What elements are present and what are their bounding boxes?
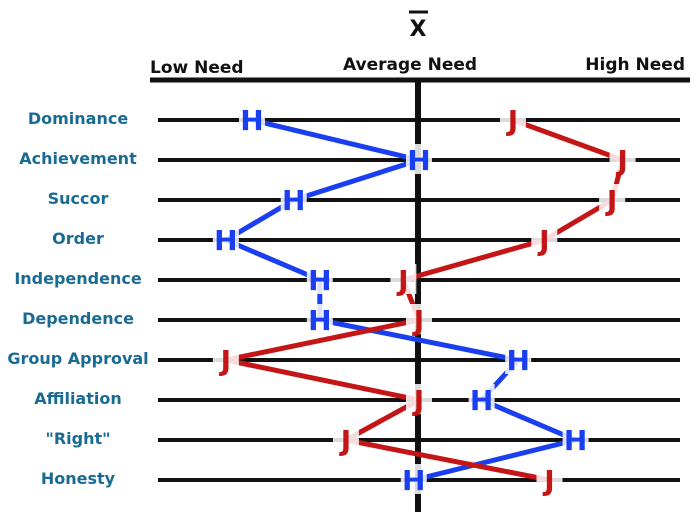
marker-backdrop (332, 424, 359, 454)
category-label: "Right" (46, 429, 111, 448)
data-point-j: J (605, 184, 617, 217)
marker-backdrop (406, 304, 432, 334)
category-label: Dominance (28, 109, 128, 128)
mean-symbol: X (410, 17, 427, 42)
series-segment-h (317, 317, 521, 363)
marker-backdrop (599, 184, 626, 214)
data-point-h: H (214, 224, 237, 257)
marker-backdrop (531, 224, 558, 254)
data-point-j: J (412, 304, 424, 337)
marker-backdrop (306, 264, 333, 294)
marker-backdrop (400, 464, 427, 494)
marker-backdrop (468, 384, 495, 414)
data-point-h: H (564, 424, 587, 457)
series-segment-h (291, 157, 422, 203)
series-segment-j (223, 317, 422, 363)
series-segment-j (510, 117, 626, 163)
series-segment-j (400, 237, 547, 283)
data-point-j: J (339, 424, 351, 457)
data-point-h: H (308, 304, 331, 337)
high-need-label: High Need (585, 55, 685, 75)
category-label: Succor (48, 189, 109, 208)
series-segment-j (343, 437, 552, 483)
data-point-h: H (407, 144, 430, 177)
marker-backdrop (390, 264, 417, 294)
marker-backdrop (562, 424, 589, 454)
marker-backdrop (212, 224, 239, 254)
category-label: Dependence (22, 309, 134, 328)
data-point-j: J (219, 344, 231, 377)
data-point-h: H (240, 104, 263, 137)
marker-backdrop (609, 144, 636, 174)
category-label: Achievement (19, 149, 137, 168)
data-point-h: H (402, 464, 425, 497)
series-segment-h (479, 397, 579, 443)
data-point-j: J (537, 224, 549, 257)
category-label: Group Approval (7, 349, 148, 368)
data-point-h: H (506, 344, 529, 377)
category-label: Affiliation (34, 389, 122, 408)
category-label: Independence (14, 269, 142, 288)
data-point-j: J (396, 264, 408, 297)
marker-backdrop (499, 104, 526, 134)
low-need-label: Low Need (150, 58, 244, 78)
marker-backdrop (406, 144, 432, 174)
data-point-h: H (282, 184, 305, 217)
series-segment-h (249, 117, 422, 163)
series-segment-j (223, 357, 422, 403)
data-point-j: J (542, 464, 554, 497)
data-point-j: J (506, 104, 518, 137)
marker-backdrop (238, 104, 265, 134)
data-point-j: J (615, 144, 627, 177)
marker-backdrop (536, 464, 563, 494)
average-need-label: Average Need (343, 55, 477, 75)
marker-backdrop (280, 184, 307, 214)
series-segment-h (411, 437, 579, 483)
data-point-h: H (470, 384, 493, 417)
series-segment-h (223, 237, 323, 283)
category-label: Order (52, 229, 104, 248)
category-label: Honesty (41, 469, 116, 488)
data-point-h: H (308, 264, 331, 297)
marker-backdrop (406, 384, 432, 414)
marker-backdrop (505, 344, 532, 374)
marker-backdrop (306, 304, 333, 334)
data-point-j: J (412, 384, 424, 417)
marker-backdrop (212, 344, 239, 374)
